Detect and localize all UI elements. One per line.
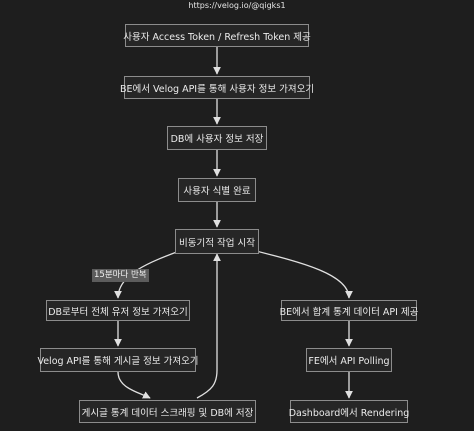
node-user-identified: 사용자 식별 완료 (178, 178, 256, 202)
node-fetch-posts: Velog API를 통해 게시글 정보 가져오기 (37, 348, 199, 372)
node-dashboard-render: Dashboard에서 Rendering (289, 400, 409, 423)
source-url: https://velog.io/@qigks1 (188, 1, 286, 10)
edge-label-loop: 15분마다 반복 (92, 269, 149, 282)
edge-n5-n9 (251, 249, 353, 299)
edge-n8-n5 (196, 253, 221, 399)
node-fetch-all-users: DB로부터 전체 유저 정보 가져오기 (46, 300, 190, 321)
node-async-start: 비동기적 작업 시작 (175, 229, 259, 254)
node-token-input: 사용자 Access Token / Refresh Token 제공 (123, 24, 311, 47)
node-save-user-info: DB에 사용자 정보 저장 (167, 126, 267, 150)
node-scrape-stats: 게시글 통계 데이터 스크래핑 및 DB에 저장 (79, 400, 256, 423)
node-be-api: BE에서 합계 통계 데이터 API 제공 (280, 300, 418, 321)
node-fetch-user-info: BE에서 Velog API를 통해 사용자 정보 가져오기 (120, 76, 314, 99)
edge-n7-n8 (117, 371, 151, 399)
node-fe-polling: FE에서 API Polling (306, 348, 392, 372)
